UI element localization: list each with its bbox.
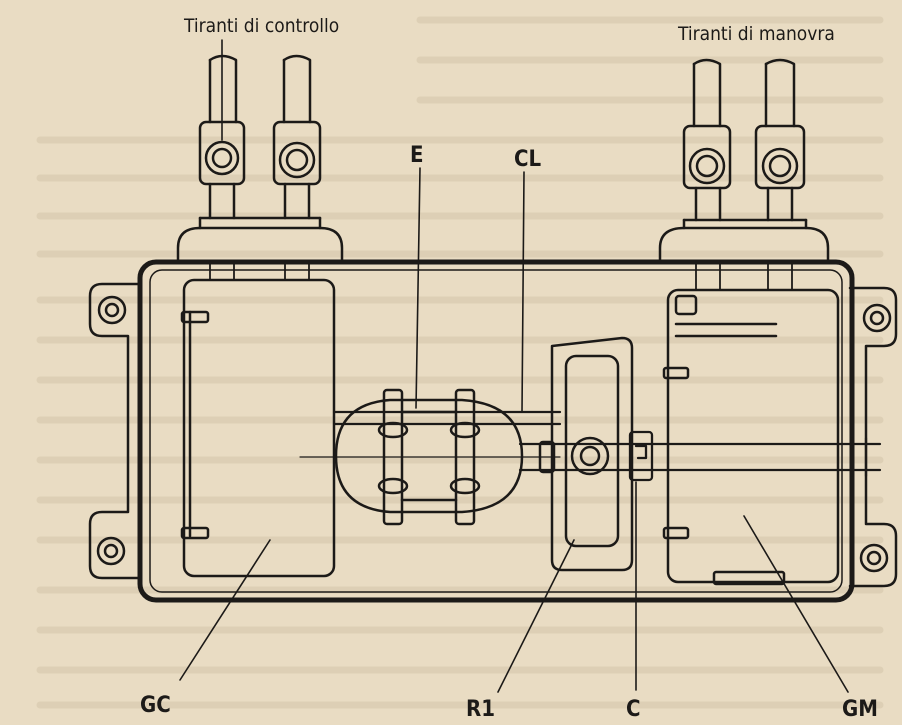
maneuver-group-gm bbox=[662, 288, 840, 586]
bleed-through-texture bbox=[36, 16, 884, 709]
label-e: E bbox=[410, 143, 424, 168]
mounting-flange-right bbox=[848, 286, 898, 588]
label-c: C bbox=[626, 697, 641, 720]
label-gm: GM bbox=[842, 697, 878, 720]
rod-boss-right bbox=[658, 218, 830, 264]
maneuver-rod-1 bbox=[682, 58, 732, 222]
label-gc: GC bbox=[140, 693, 171, 718]
control-group-gc bbox=[180, 278, 336, 578]
label-maneuver-rods: Tiranti di manovra bbox=[677, 23, 835, 45]
coupling-c bbox=[628, 430, 654, 482]
rod-boss-left bbox=[176, 216, 344, 264]
rod-guides-right bbox=[695, 261, 793, 291]
label-r1: R1 bbox=[466, 697, 495, 720]
leader-lines bbox=[179, 39, 849, 693]
control-rod-1 bbox=[198, 54, 246, 220]
label-control-rods: Tiranti di controllo bbox=[183, 15, 339, 37]
control-rod-2 bbox=[272, 54, 322, 220]
wheel-r1 bbox=[538, 336, 634, 572]
housing-outline bbox=[137, 259, 855, 603]
housing-inner-outline bbox=[149, 269, 843, 593]
maneuver-rod-2 bbox=[754, 58, 806, 222]
electromagnet-e bbox=[334, 388, 524, 526]
rod-guides-left bbox=[209, 261, 310, 281]
label-cl: CL bbox=[514, 147, 542, 172]
mounting-flange-left bbox=[88, 282, 142, 580]
